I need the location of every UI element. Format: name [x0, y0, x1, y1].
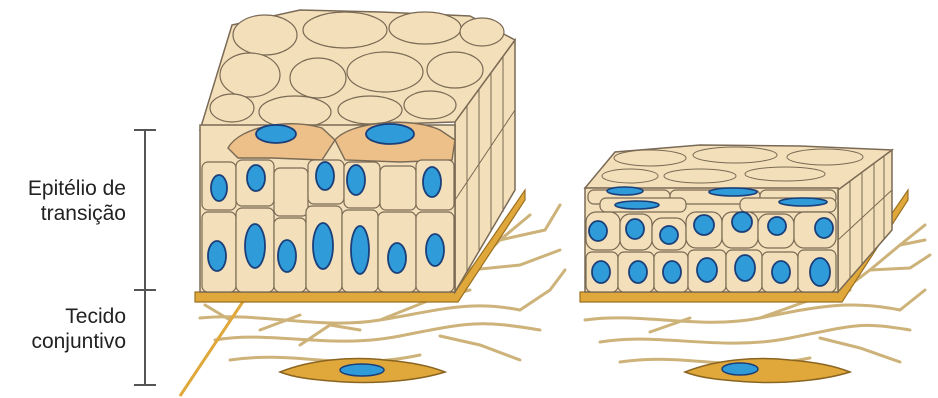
umbrella-nucleus-1 [256, 125, 296, 143]
layer-bracket [134, 130, 156, 385]
fibroblast-nucleus-right [722, 363, 758, 375]
umbrella-nucleus-2 [366, 124, 414, 144]
fiber-strand [180, 300, 244, 396]
epithelium-label-line1: Epitélio de [0, 176, 126, 201]
epithelium-label-line2: transição [0, 201, 126, 226]
connective-label: Tecido conjuntivo [0, 304, 126, 354]
fibroblast-nucleus-left [340, 364, 384, 376]
stretched-epithelium [580, 145, 930, 383]
connective-label-line1: Tecido [0, 304, 126, 329]
connective-label-line2: conjuntivo [0, 329, 126, 354]
relaxed-epithelium [180, 10, 565, 396]
epithelium-label: Epitélio de transição [0, 176, 126, 226]
